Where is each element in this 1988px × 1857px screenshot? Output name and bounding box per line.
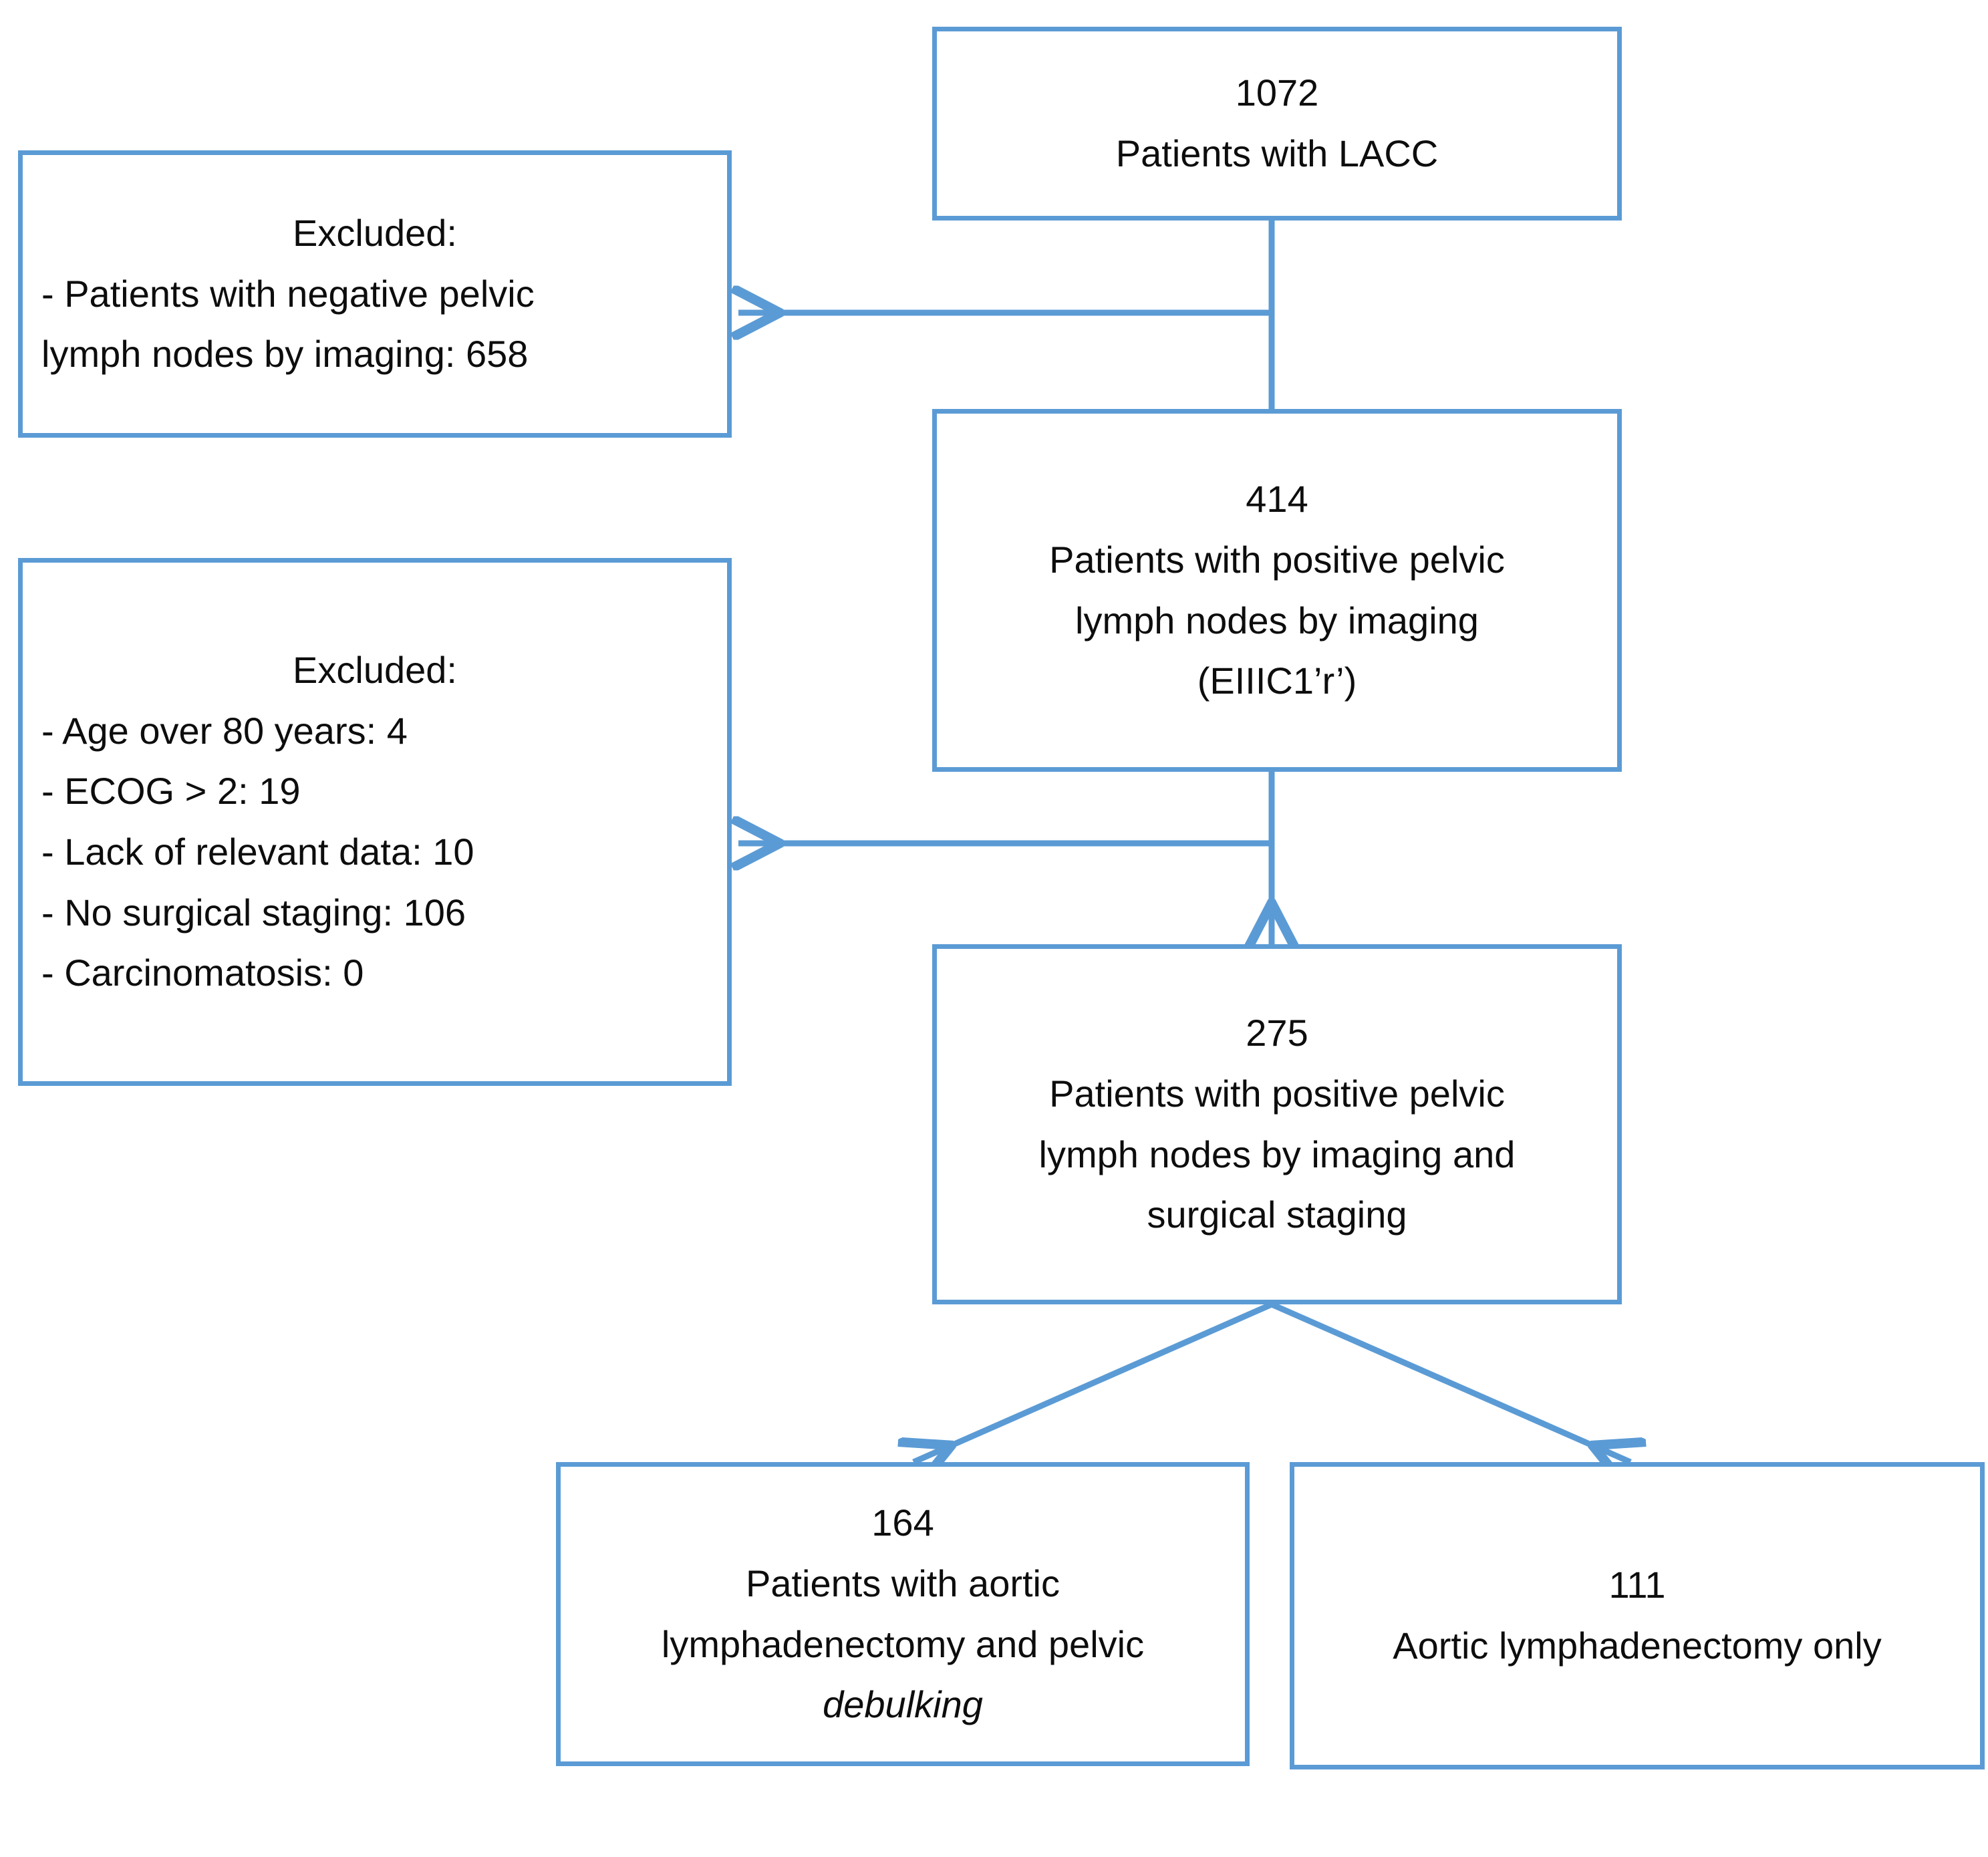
node-positive-imaging[interactable]: 414 Patients with positive pelvic lymph … xyxy=(932,409,1622,772)
imaging-surgical-label-1: Patients with positive pelvic xyxy=(1049,1072,1505,1115)
excluded-criteria-heading: Excluded: xyxy=(293,648,457,691)
positive-imaging-label-3: (EIIIC1’r’) xyxy=(1197,660,1357,702)
excluded-imaging-item: lymph nodes by imaging: 658 xyxy=(41,333,529,376)
aortic-debulking-label-3: debulking xyxy=(823,1683,983,1726)
node-aortic-only[interactable]: 111 Aortic lymphadenectomy only xyxy=(1290,1462,1985,1769)
total-cohort-label: Patients with LACC xyxy=(1115,132,1439,174)
node-excluded-criteria[interactable]: Excluded: - Age over 80 years: 4 - ECOG … xyxy=(18,558,732,1086)
positive-imaging-label-2: lymph nodes by imaging xyxy=(1075,599,1479,641)
excluded-criteria-item: - Lack of relevant data: 10 xyxy=(41,831,474,873)
excluded-criteria-item: - Carcinomatosis: 0 xyxy=(41,952,364,994)
aortic-debulking-count: 164 xyxy=(871,1502,934,1544)
total-cohort-count: 1072 xyxy=(1235,72,1319,114)
positive-imaging-label-1: Patients with positive pelvic xyxy=(1049,538,1505,581)
positive-imaging-count: 414 xyxy=(1246,478,1308,521)
aortic-only-count: 111 xyxy=(1608,1564,1666,1606)
excluded-imaging-item: - Patients with negative pelvic xyxy=(41,272,535,315)
connector-surgical-to-aortic-only xyxy=(1270,1301,1630,1462)
imaging-surgical-count: 275 xyxy=(1246,1012,1308,1054)
excluded-criteria-item: - ECOG > 2: 19 xyxy=(41,770,301,813)
node-imaging-and-surgical[interactable]: 275 Patients with positive pelvic lymph … xyxy=(932,944,1622,1304)
node-total-cohort[interactable]: 1072 Patients with LACC xyxy=(932,27,1622,221)
aortic-debulking-label-1: Patients with aortic xyxy=(746,1562,1060,1604)
node-excluded-imaging[interactable]: Excluded: - Patients with negative pelvi… xyxy=(18,150,732,438)
connector-surgical-to-aortic-debulking xyxy=(913,1301,1273,1462)
imaging-surgical-label-2: lymph nodes by imaging and xyxy=(1038,1133,1516,1175)
excluded-imaging-heading: Excluded: xyxy=(293,211,457,254)
aortic-debulking-label-2: lymphadenectomy and pelvic xyxy=(661,1622,1145,1665)
aortic-only-label: Aortic lymphadenectomy only xyxy=(1393,1624,1882,1667)
imaging-surgical-label-3: surgical staging xyxy=(1147,1193,1407,1236)
excluded-criteria-item: - Age over 80 years: 4 xyxy=(41,709,408,752)
node-aortic-and-debulking[interactable]: 164 Patients with aortic lymphadenectomy… xyxy=(556,1462,1250,1766)
excluded-criteria-item: - No surgical staging: 106 xyxy=(41,891,466,934)
